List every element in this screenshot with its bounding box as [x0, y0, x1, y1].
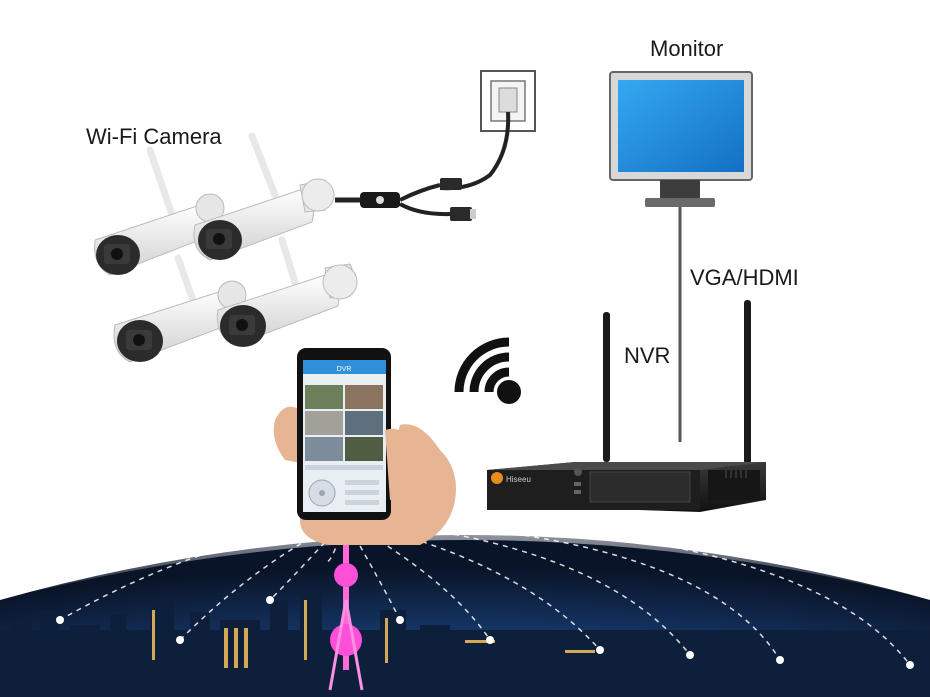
wifi-camera-group: [94, 132, 358, 363]
wifi-camera-label: Wi-Fi Camera: [86, 124, 222, 149]
monitor: [609, 71, 753, 207]
phone-camera-grid: [305, 385, 383, 461]
smartphone-in-hand: DVR: [273, 348, 456, 545]
wifi-camera: [113, 254, 247, 363]
nvr-recorder: Hiseeu: [487, 300, 766, 512]
tv-tower: [328, 540, 364, 691]
power-splitter-icon: [335, 178, 476, 221]
phone-ptz-control: [308, 479, 379, 507]
monitor-label: Monitor: [650, 36, 724, 61]
wifi-icon: [454, 337, 521, 404]
nvr-brand-logo: Hiseeu: [506, 475, 531, 484]
nvr-label: NVR: [624, 343, 671, 368]
signal-nodes: [56, 596, 914, 669]
vga-hdmi-label: VGA/HDMI: [690, 265, 799, 290]
wifi-camera: [216, 236, 358, 347]
wifi-camera: [193, 132, 335, 261]
city-skyline-backdrop: [0, 500, 930, 697]
wifi-camera: [94, 146, 225, 276]
phone-app-header: DVR: [337, 366, 352, 373]
